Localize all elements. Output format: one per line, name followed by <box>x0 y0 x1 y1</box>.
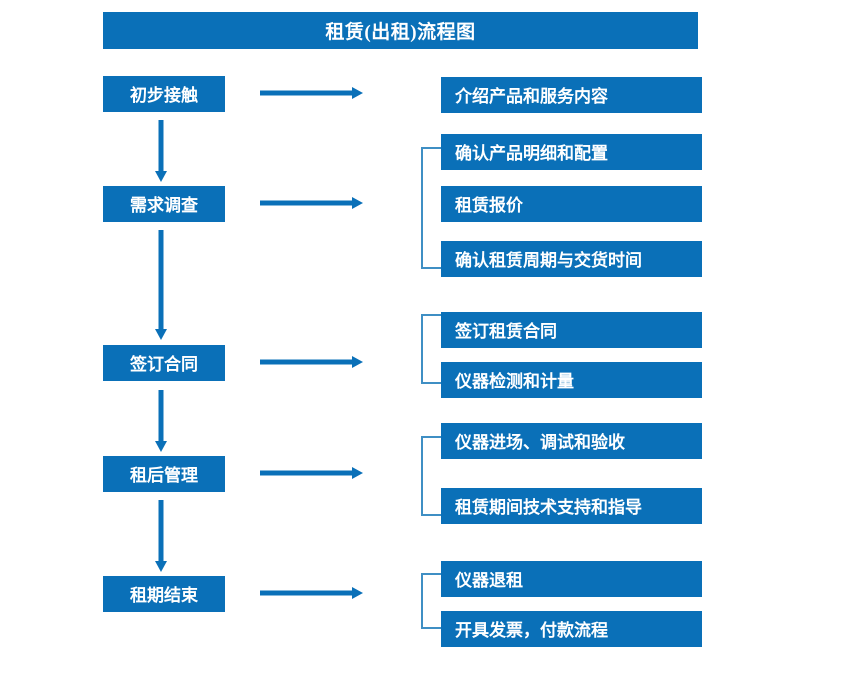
stage-node-4[interactable]: 租后管理 <box>103 456 225 492</box>
stage-node-1[interactable]: 初步接触 <box>103 76 225 112</box>
grouping-bracket-icon <box>420 314 441 384</box>
detail-node-3-2[interactable]: 仪器检测和计量 <box>441 362 702 398</box>
detail-node-1-1[interactable]: 介绍产品和服务内容 <box>441 77 702 113</box>
arrow-down-icon <box>153 120 169 182</box>
detail-node-2-1[interactable]: 确认产品明细和配置 <box>441 134 702 170</box>
arrow-right-icon <box>260 196 363 210</box>
arrow-down-icon <box>153 230 169 340</box>
arrow-right-icon <box>260 586 363 600</box>
stage-node-3[interactable]: 签订合同 <box>103 345 225 381</box>
detail-node-5-1[interactable]: 仪器退租 <box>441 561 702 597</box>
detail-node-2-2[interactable]: 租赁报价 <box>441 186 702 222</box>
detail-node-3-1[interactable]: 签订租赁合同 <box>441 312 702 348</box>
arrow-down-icon <box>153 500 169 572</box>
grouping-bracket-icon <box>420 147 441 269</box>
grouping-bracket-icon <box>420 573 441 629</box>
stage-node-2[interactable]: 需求调查 <box>103 186 225 222</box>
grouping-bracket-icon <box>420 436 441 516</box>
detail-node-4-1[interactable]: 仪器进场、调试和验收 <box>441 423 702 459</box>
detail-node-2-3[interactable]: 确认租赁周期与交货时间 <box>441 241 702 277</box>
arrow-down-icon <box>153 390 169 452</box>
stage-node-5[interactable]: 租期结束 <box>103 576 225 612</box>
arrow-right-icon <box>260 86 363 100</box>
flowchart-title: 租赁(出租)流程图 <box>103 12 698 49</box>
detail-node-5-2[interactable]: 开具发票，付款流程 <box>441 611 702 647</box>
arrow-right-icon <box>260 466 363 480</box>
arrow-right-icon <box>260 355 363 369</box>
detail-node-4-2[interactable]: 租赁期间技术支持和指导 <box>441 488 702 524</box>
